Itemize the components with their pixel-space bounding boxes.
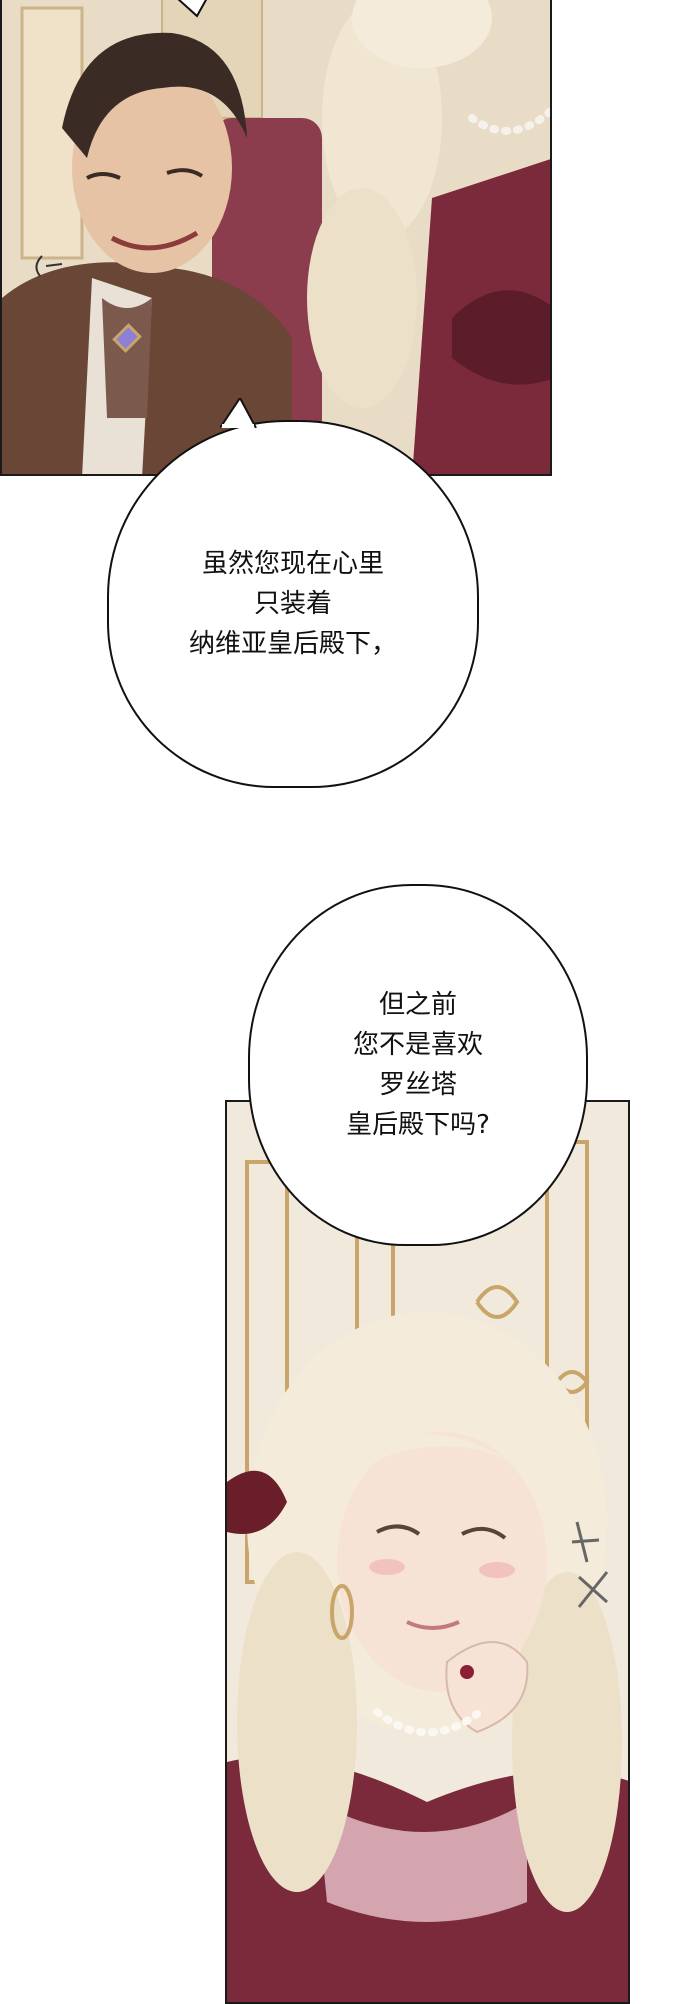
woman-bangs xyxy=(347,1434,527,1482)
tail-upper-bubble xyxy=(177,0,208,18)
man-hair xyxy=(62,32,247,158)
man-cravat xyxy=(102,298,152,418)
comic-panel-bottom xyxy=(225,1100,630,2004)
woman-hair-curls xyxy=(307,0,492,408)
speech-bubble-text: 但之前 您不是喜欢 罗丝塔 皇后殿下吗? xyxy=(346,990,490,1140)
speech-bubble: 虽然您现在心里 只装着 纳维亚皇后殿下， xyxy=(107,420,479,788)
man-smirk xyxy=(110,230,199,251)
motion-marks xyxy=(35,255,63,277)
panel-bottom-art xyxy=(227,1102,628,2002)
bubble-1-tail xyxy=(220,398,257,428)
blush-left xyxy=(369,1559,405,1575)
cravat-brooch xyxy=(112,323,142,353)
comic-panel-top xyxy=(0,0,552,476)
hair-curl-right xyxy=(512,1572,622,1912)
pearl-necklace xyxy=(373,1708,481,1737)
man-eye-left xyxy=(86,172,121,180)
earring xyxy=(330,1584,354,1640)
woman-hand xyxy=(445,1641,529,1734)
woman-eye-left xyxy=(376,1524,421,1536)
woman-face xyxy=(337,1432,547,1692)
pearl-necklace xyxy=(468,106,550,135)
man-face xyxy=(72,63,232,273)
sfx-smirk-marks xyxy=(571,1521,609,1608)
dress-ruffles xyxy=(317,1802,527,1922)
dress-bow xyxy=(452,290,550,385)
blush-right xyxy=(479,1562,515,1578)
speech-bubble-text: 虽然您现在心里 只装着 纳维亚皇后殿下， xyxy=(188,549,397,659)
hair-curl-left xyxy=(237,1552,357,1892)
ruby-ring xyxy=(460,1665,474,1679)
speech-bubble: 但之前 您不是喜欢 罗丝塔 皇后殿下吗? xyxy=(248,884,588,1246)
man-eye-right xyxy=(166,168,204,178)
woman-smile xyxy=(406,1620,460,1630)
panel-top-art xyxy=(2,0,550,474)
woman-eye-right xyxy=(461,1526,507,1540)
hair-bow xyxy=(227,1470,287,1534)
